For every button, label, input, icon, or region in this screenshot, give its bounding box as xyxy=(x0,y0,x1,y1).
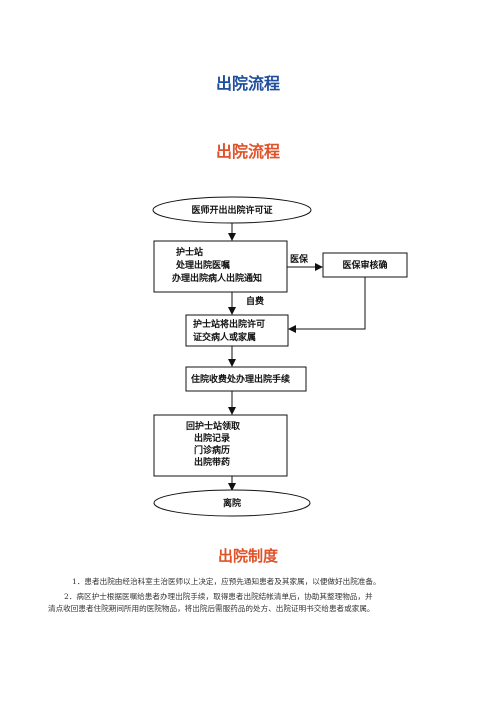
handover-line-1: 护士站将出院许可 xyxy=(193,318,265,330)
return-line-1: 回护士站领取 xyxy=(186,420,241,432)
nurse-station-line-2: 处理出院医嘱 xyxy=(175,259,230,271)
return-line-3: 门诊病历 xyxy=(194,444,230,456)
document-title: 出院流程 xyxy=(215,74,280,93)
end-node xyxy=(153,489,311,517)
insurance-review-box xyxy=(322,252,408,278)
insurance-edge-label: 医保 xyxy=(290,253,309,265)
rule-paragraph-1: 1．患者出院由经治科室主治医师以上决定，应预先通知患者及其家属，以便做好出院准备… xyxy=(72,577,381,586)
insurance-review-label: 医保审核确 xyxy=(342,259,387,271)
return-station-box xyxy=(153,414,288,477)
return-line-4: 出院带药 xyxy=(194,456,230,468)
end-node-label: 离院 xyxy=(223,497,241,509)
return-line-2: 出院记录 xyxy=(194,432,230,444)
self-pay-edge-label: 自费 xyxy=(246,295,264,307)
checkout-label: 住院收费处办理出院手续 xyxy=(191,373,290,385)
checkout-box xyxy=(185,366,307,392)
rule-paragraph-2-line-1: 2．病区护士根据医嘱给患者办理出院手续，取得患者出院结帐清单后，协助其整理物品，… xyxy=(64,592,373,601)
rules-heading: 出院制度 xyxy=(217,547,278,565)
nurse-station-line-3: 办理出院病人出院通知 xyxy=(172,272,262,284)
flow-heading: 出院流程 xyxy=(215,142,280,161)
start-node-label: 医师开出出院许可证 xyxy=(191,204,272,216)
handover-box xyxy=(185,314,289,347)
nurse-station-line-1: 护士站 xyxy=(176,246,203,258)
edge-insurance-to-handover xyxy=(288,277,366,333)
rule-paragraph-2: 2．病区护士根据医嘱给患者办理出院手续，取得患者出院结帐清单后，协助其整理物品，… xyxy=(48,591,452,615)
handover-line-2: 证交病人或家属 xyxy=(193,331,256,343)
rule-paragraph-2-line-2: 清点收回患者住院期间所用的医院物品，将出院后需服药品的处方、出院证明书交给患者或… xyxy=(48,604,375,613)
